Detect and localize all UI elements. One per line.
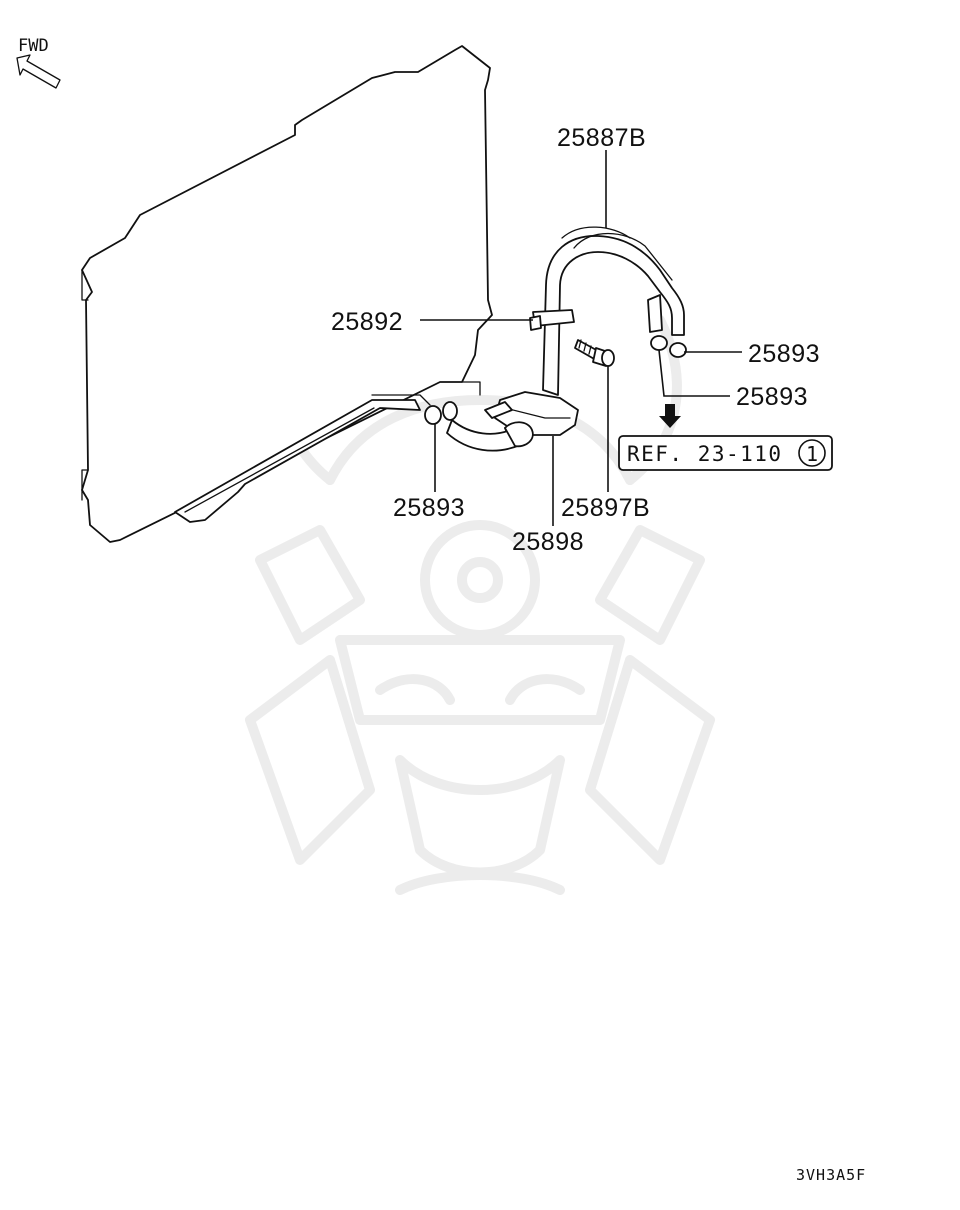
fwd-indicator: FWD <box>16 36 61 89</box>
radiator <box>81 45 493 543</box>
hose <box>446 419 534 452</box>
label-25893-right-lower: 25893 <box>736 383 808 411</box>
leader-lines <box>420 150 742 526</box>
label-25887B: 25887B <box>557 124 646 152</box>
clamp-25892 <box>529 309 575 331</box>
hose-clamp-25893-left <box>424 401 458 425</box>
hose-clamp-25893-right-upper <box>669 342 687 358</box>
fwd-arrow-icon <box>16 54 61 89</box>
fwd-label: FWD <box>18 36 49 56</box>
samurai-helmet-watermark-icon <box>245 315 715 895</box>
label-25893-left: 25893 <box>393 494 465 522</box>
reference-circle-number: 1 <box>806 442 818 466</box>
hose-clamp-25893-right-lower <box>650 335 668 351</box>
label-25893-right-upper: 25893 <box>748 340 820 368</box>
label-25897B: 25897B <box>561 494 650 522</box>
down-arrow-icon <box>659 404 681 428</box>
diagram-code: 3VH3A5F <box>796 1166 866 1184</box>
reference-callout: REF. 23-110 1 <box>618 404 833 471</box>
label-25898: 25898 <box>512 528 584 556</box>
reference-text: REF. 23-110 <box>627 442 783 466</box>
bolt-25897B <box>574 339 615 367</box>
label-25892: 25892 <box>331 308 403 336</box>
